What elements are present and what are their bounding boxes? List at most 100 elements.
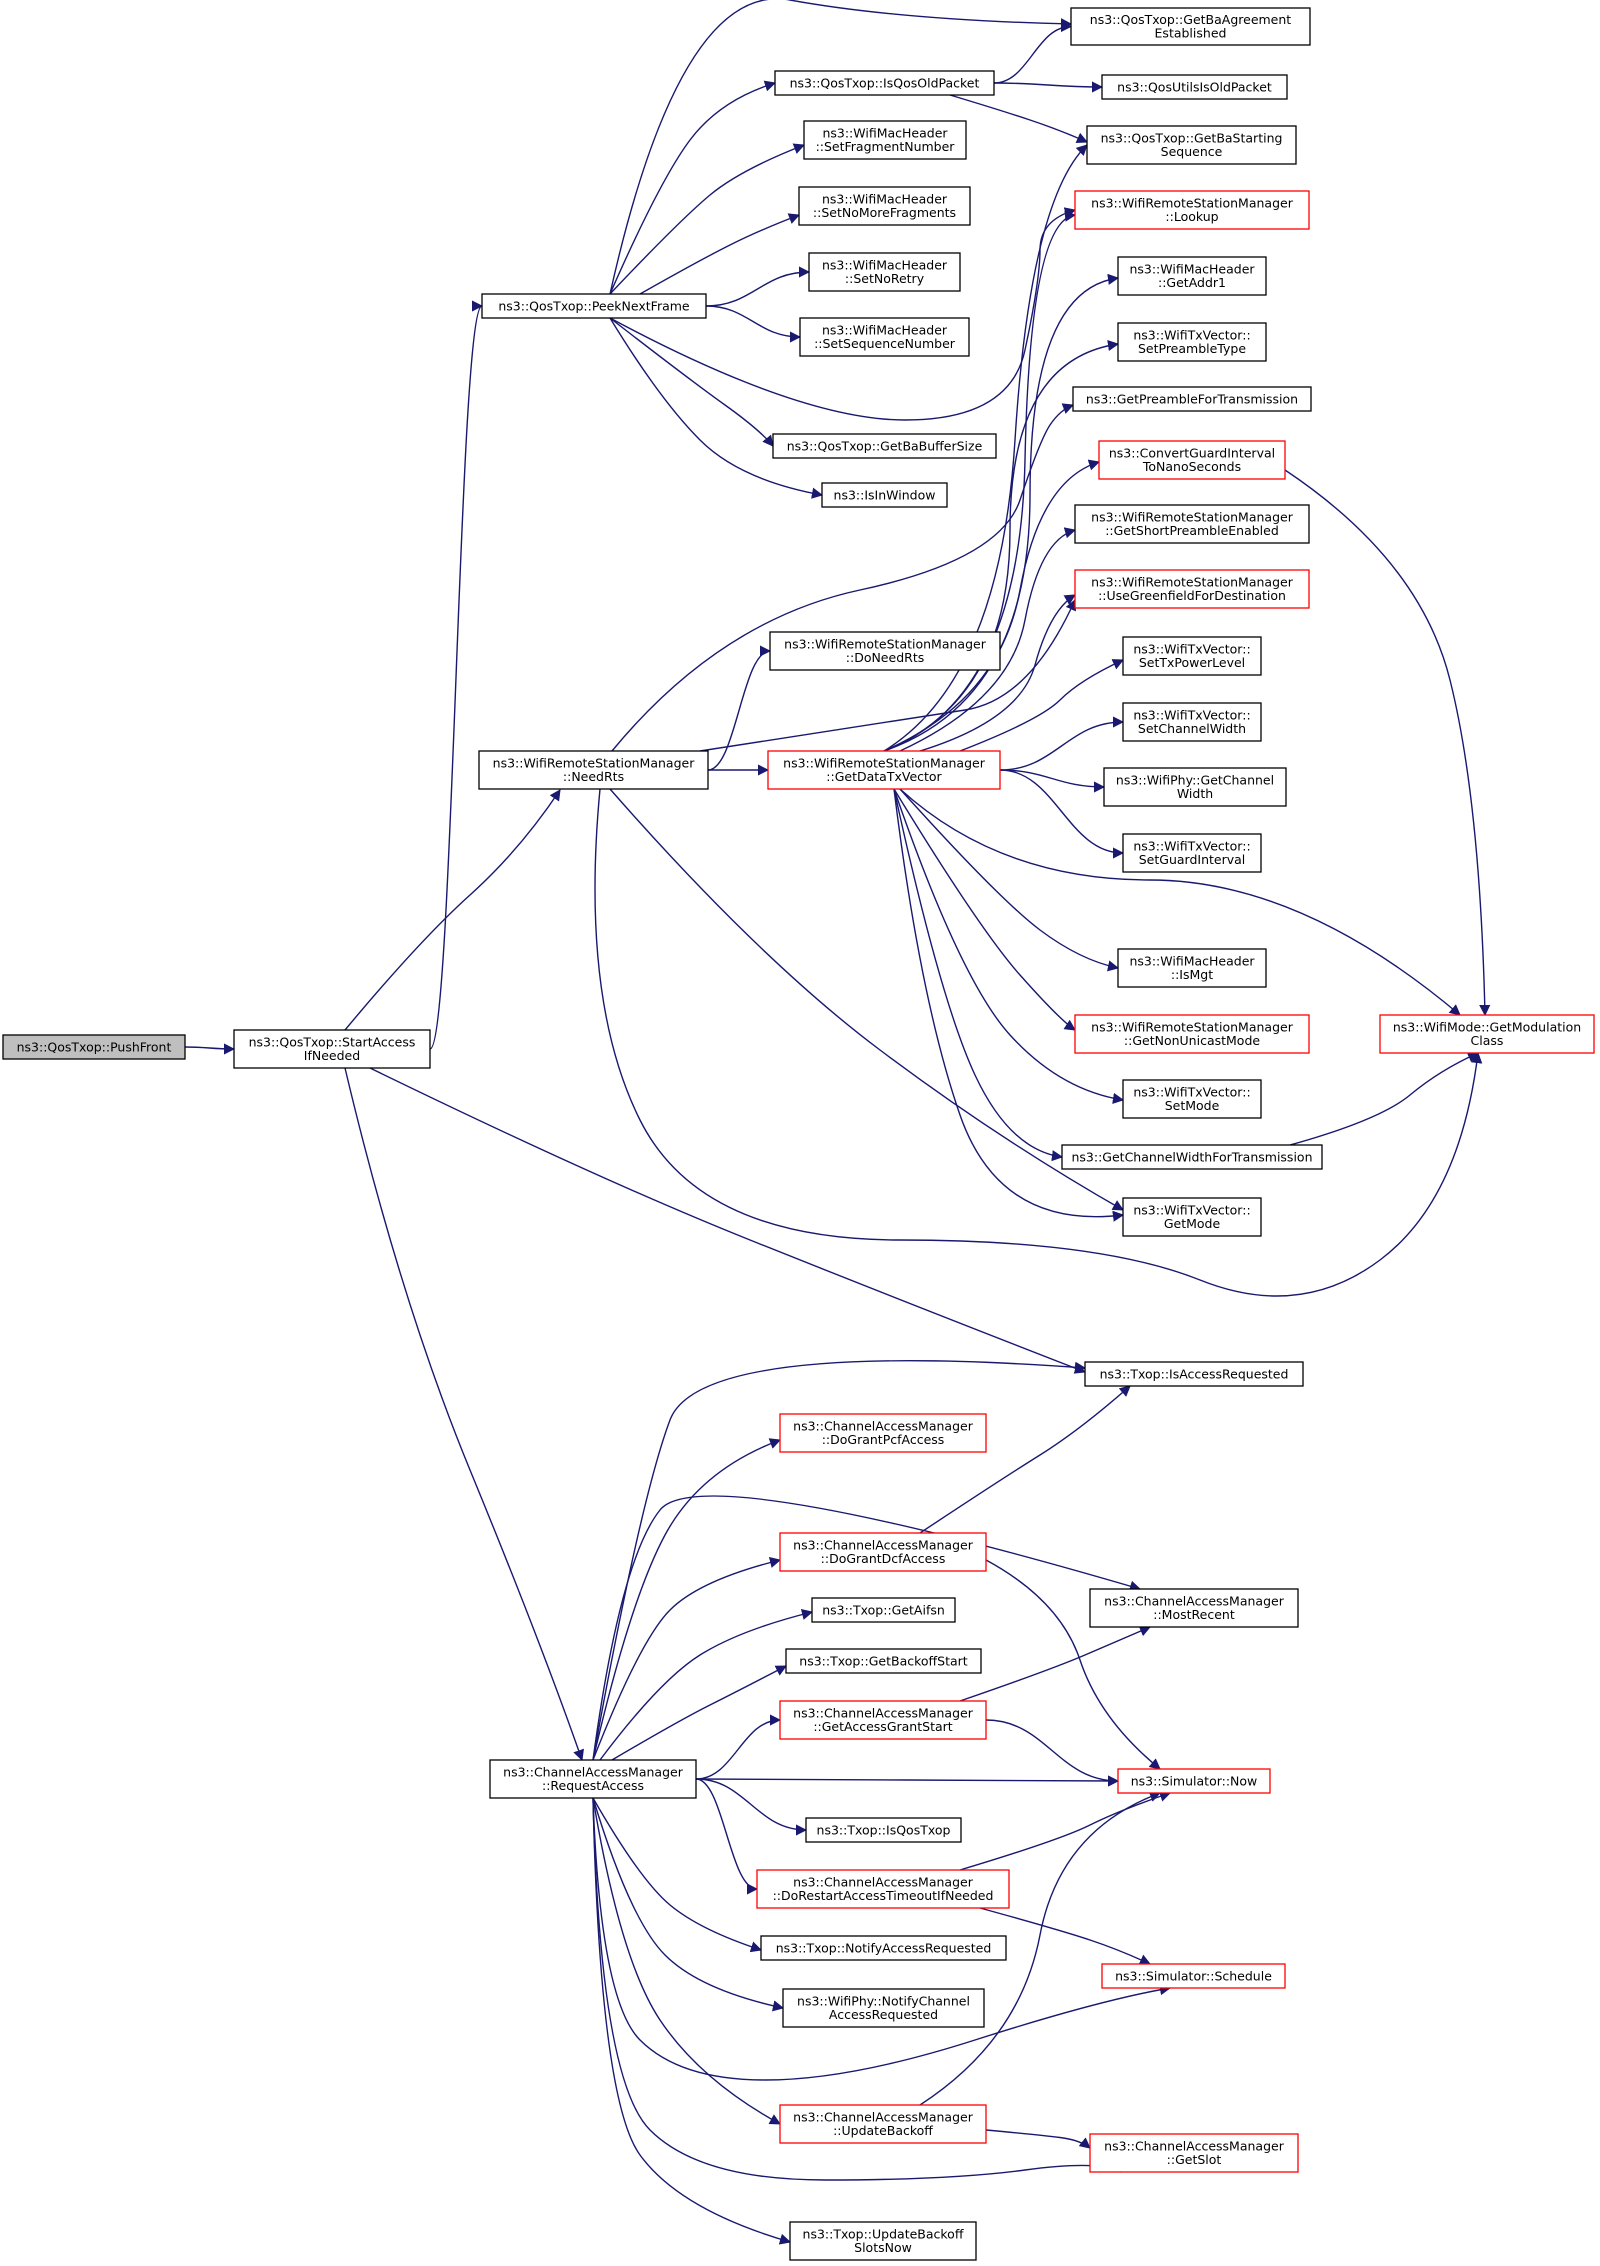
node-greenfield[interactable]: ns3::WifiRemoteStationManager::UseGreenf… <box>1074 569 1310 609</box>
node-get-aifsn[interactable]: ns3::Txop::GetAifsn <box>811 1597 956 1623</box>
node-label: ::RequestAccess <box>542 1778 644 1793</box>
node-update-backoff[interactable]: ns3::ChannelAccessManager::UpdateBackoff <box>779 2104 987 2144</box>
node-get-addr1[interactable]: ns3::WifiMacHeader::GetAddr1 <box>1117 256 1267 296</box>
node-set-no-retry[interactable]: ns3::WifiMacHeader::SetNoRetry <box>808 252 961 292</box>
node-label: ns3::Txop::NotifyAccessRequested <box>776 1940 992 1955</box>
node-do-need-rts[interactable]: ns3::WifiRemoteStationManager::DoNeedRts <box>769 631 1001 671</box>
node-preamble-tx[interactable]: ns3::GetPreambleForTransmission <box>1072 386 1312 412</box>
node-is-mgt[interactable]: ns3::WifiMacHeader::IsMgt <box>1117 948 1267 988</box>
node-set-seq[interactable]: ns3::WifiMacHeader::SetSequenceNumber <box>799 317 970 357</box>
node-set-gi[interactable]: ns3::WifiTxVector::SetGuardInterval <box>1122 833 1262 873</box>
node-need-rts[interactable]: ns3::WifiRemoteStationManager::NeedRts <box>478 750 709 790</box>
edge-data_tx_vector-to-set_mode <box>893 788 1125 1104</box>
node-label: ns3::WifiTxVector:: <box>1133 708 1250 723</box>
node-is-access-req[interactable]: ns3::Txop::IsAccessRequested <box>1084 1361 1304 1387</box>
node-label: ns3::ChannelAccessManager <box>793 1419 974 1434</box>
node-label: ns3::WifiMacHeader <box>1129 954 1255 969</box>
node-box <box>233 1029 431 1069</box>
node-is-qos-txop[interactable]: ns3::Txop::IsQosTxop <box>805 1817 962 1843</box>
node-non-unicast[interactable]: ns3::WifiRemoteStationManager::GetNonUni… <box>1074 1014 1310 1054</box>
node-label: ns3::WifiPhy::GetChannel <box>1116 773 1274 788</box>
node-label: SetPreambleType <box>1138 341 1246 356</box>
node-peek-next[interactable]: ns3::QosTxop::PeekNextFrame <box>481 293 707 319</box>
node-label: AccessRequested <box>829 2007 938 2022</box>
node-label: ns3::QosTxop::StartAccess <box>249 1035 416 1050</box>
node-label: ::IsMgt <box>1171 967 1213 982</box>
node-label: ::DoNeedRts <box>846 650 924 665</box>
edge-request_access-to-sim_now <box>695 1775 1120 1787</box>
node-label: ns3::Simulator::Schedule <box>1115 1968 1272 1983</box>
node-ba-buffer[interactable]: ns3::QosTxop::GetBaBufferSize <box>772 433 997 459</box>
node-most-recent[interactable]: ns3::ChannelAccessManager::MostRecent <box>1089 1588 1299 1628</box>
node-set-tx-power[interactable]: ns3::WifiTxVector::SetTxPowerLevel <box>1122 636 1262 676</box>
node-phy-ch-width[interactable]: ns3::WifiPhy::GetChannelWidth <box>1103 767 1287 807</box>
node-set-no-more[interactable]: ns3::WifiMacHeader::SetNoMoreFragments <box>798 186 971 226</box>
node-label: ns3::WifiMacHeader <box>822 126 948 141</box>
node-set-frag[interactable]: ns3::WifiMacHeader::SetFragmentNumber <box>803 120 967 160</box>
node-phy-notify[interactable]: ns3::WifiPhy::NotifyChannelAccessRequest… <box>782 1988 985 2028</box>
node-label: Established <box>1155 26 1227 41</box>
node-label: ns3::GetPreambleForTransmission <box>1086 391 1298 406</box>
node-lookup[interactable]: ns3::WifiRemoteStationManager::Lookup <box>1074 190 1310 230</box>
node-push-front[interactable]: ns3::QosTxop::PushFront <box>2 1034 186 1060</box>
node-grant-dcf[interactable]: ns3::ChannelAccessManager::DoGrantDcfAcc… <box>779 1532 987 1572</box>
node-ch-width-tx[interactable]: ns3::GetChannelWidthForTransmission <box>1061 1144 1323 1170</box>
edge-request_access-to-grant_dcf <box>592 1557 782 1761</box>
node-label: ns3::QosTxop::GetBaStarting <box>1101 131 1283 146</box>
edge-is_qos_old-to-ba_start_seq <box>949 94 1089 144</box>
node-label: ns3::ChannelAccessManager <box>793 1706 974 1721</box>
node-set-mode[interactable]: ns3::WifiTxVector::SetMode <box>1122 1079 1262 1119</box>
node-set-ch-width[interactable]: ns3::WifiTxVector::SetChannelWidth <box>1122 702 1262 742</box>
edge-start_access-to-peek_next <box>429 300 484 1050</box>
node-sim-now[interactable]: ns3::Simulator::Now <box>1117 1768 1271 1794</box>
node-get-slot[interactable]: ns3::ChannelAccessManager::GetSlot <box>1089 2133 1299 2173</box>
node-is-qos-old[interactable]: ns3::QosTxop::IsQosOldPacket <box>774 70 995 96</box>
node-get-mode[interactable]: ns3::WifiTxVector::GetMode <box>1122 1197 1262 1237</box>
node-sim-schedule[interactable]: ns3::Simulator::Schedule <box>1101 1963 1286 1989</box>
node-label: GetMode <box>1164 1216 1221 1231</box>
edge-data_tx_vector-to-set_preamble <box>883 339 1120 752</box>
node-label: ns3::WifiRemoteStationManager <box>783 756 986 771</box>
node-label: ::GetNonUnicastMode <box>1124 1033 1260 1048</box>
node-grant-start[interactable]: ns3::ChannelAccessManager::GetAccessGran… <box>779 1700 987 1740</box>
node-grant-pcf[interactable]: ns3::ChannelAccessManager::DoGrantPcfAcc… <box>779 1413 987 1453</box>
node-box <box>772 433 997 459</box>
edge-ch_width_tx-to-mod_class <box>1289 1052 1480 1146</box>
edge-data_tx_vector-to-phy_ch_width <box>999 769 1106 793</box>
node-is-in-window[interactable]: ns3::IsInWindow <box>821 482 948 508</box>
node-label: Class <box>1471 1033 1504 1048</box>
node-qos-utils-old[interactable]: ns3::QosUtilsIsOldPacket <box>1101 74 1288 100</box>
edge-grant_start-to-most_recent <box>959 1625 1152 1702</box>
node-label: ::GetDataTxVector <box>826 769 942 784</box>
node-label: ToNanoSeconds <box>1142 459 1241 474</box>
node-box <box>1122 1197 1262 1237</box>
edge-data_tx_vector-to-is_mgt <box>899 788 1120 972</box>
node-box <box>1061 1144 1323 1170</box>
node-label: ::SetNoMoreFragments <box>813 205 956 220</box>
edge-request_access-to-grant_start <box>695 1714 782 1780</box>
node-box <box>756 1869 1010 1909</box>
node-box <box>1072 386 1312 412</box>
node-request-access[interactable]: ns3::ChannelAccessManager::RequestAccess <box>489 1759 697 1799</box>
node-data-tx-vector[interactable]: ns3::WifiRemoteStationManager::GetDataTx… <box>767 750 1001 790</box>
edge-start_access-to-need_rts <box>344 789 561 1031</box>
node-notify-access[interactable]: ns3::Txop::NotifyAccessRequested <box>760 1935 1007 1961</box>
node-label: ns3::QosTxop::PushFront <box>17 1039 172 1054</box>
edge-data_tx_vector-to-set_ch_width <box>999 716 1125 771</box>
node-set-preamble[interactable]: ns3::WifiTxVector::SetPreambleType <box>1117 322 1267 362</box>
edge-request_access-to-phy_notify <box>592 1797 785 2012</box>
node-restart-timeout[interactable]: ns3::ChannelAccessManager::DoRestartAcce… <box>756 1869 1010 1909</box>
edge-data_tx_vector-to-set_gi <box>999 769 1125 859</box>
node-label: Sequence <box>1161 144 1223 159</box>
edge-need_rts-to-do_need_rts <box>707 645 772 771</box>
node-label: ns3::WifiRemoteStationManager <box>1091 1020 1294 1035</box>
node-short-preamble[interactable]: ns3::WifiRemoteStationManager::GetShortP… <box>1074 504 1310 544</box>
node-backoff-start[interactable]: ns3::Txop::GetBackoffStart <box>785 1648 982 1674</box>
